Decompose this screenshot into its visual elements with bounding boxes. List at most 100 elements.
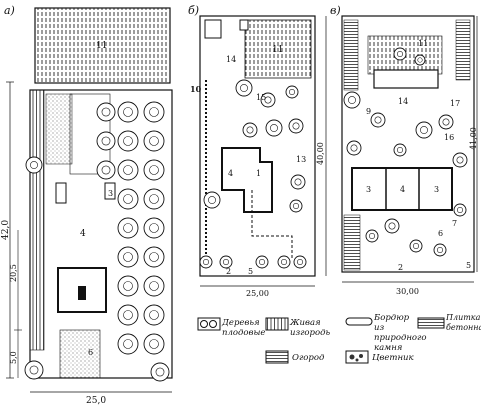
tree [370,112,386,128]
fruit-tree-core [123,194,133,204]
tree [277,255,291,269]
tree-core [155,367,165,377]
tree-core [296,258,303,265]
tree-core [280,258,287,265]
legend-swatch-tiles [417,317,445,329]
tree-core [30,161,38,169]
tree [393,143,407,157]
tree-core [396,147,403,154]
tree [293,255,307,269]
legend-label-fruit-trees: Деревья плодовые [222,318,266,338]
tree-core [264,96,272,104]
panel-b-letter: б) [188,4,199,17]
panel-b-label-4: 4 [228,169,233,178]
panel-a-label-house: 4 [80,229,86,239]
panel-a-dim-height: 42,0 [1,220,11,240]
tree-core [270,124,278,132]
tree-core [348,96,356,104]
fruit-tree-core [123,339,133,349]
legend [197,317,445,364]
fruit-tree [117,130,139,152]
fruit-tree-core [149,136,159,146]
panel-b-label-14: 14 [226,55,236,64]
panel-c-label-3a: 3 [366,185,371,194]
panel-c-trees [343,47,468,257]
fruit-tree [143,188,165,210]
fruit-tree [96,102,116,122]
fruit-tree-core [123,223,133,233]
tree-core [396,50,403,57]
tree [414,54,426,66]
tree-core [442,118,450,126]
panel-c-letter: в) [330,4,341,17]
fruit-tree-core [123,252,133,262]
panel-c-label-2: 2 [398,263,403,272]
fruit-tree [143,333,165,355]
tree-core [258,258,265,265]
panel-c-dim-width: 30,00 [396,287,419,296]
panel-c-label-7: 7 [452,219,457,228]
panel-a-hedge-strip [29,89,45,351]
panel-c-label-16: 16 [444,133,454,142]
tree [288,118,304,134]
panel-a-orchard-left [45,93,111,175]
fruit-tree [117,101,139,123]
fruit-tree [143,304,165,326]
fruit-tree [143,159,165,181]
tree-core [456,156,464,164]
legend-swatch-garden [265,350,289,364]
panel-a-shed-3 [104,182,116,200]
fruit-tree [143,130,165,152]
tree [203,191,221,209]
panel-b-label-11: 11 [272,45,283,55]
panel-a-dim-width: 25,0 [86,396,106,406]
panel-a-plan: а) 11 4 2 3 6 42,0 20,5 5,0 [1,4,173,406]
panel-c-label-6: 6 [438,229,443,238]
panel-c-plot-outline [341,15,475,273]
fruit-tree-core [123,136,133,146]
panel-c-hedge-left [343,19,359,91]
panel-c-hedge-bottom [343,214,361,271]
fruit-tree [143,275,165,297]
panel-b-label-2: 2 [226,267,231,276]
tree-core [288,89,295,96]
panel-b-dim-height: 40,00 [316,142,325,165]
tree-core [223,258,230,265]
panel-a-dim-low: 5,0 [9,351,18,364]
fruit-tree [117,275,139,297]
fruit-tree-core [123,107,133,117]
tree-core [294,178,302,186]
tree [24,360,44,380]
panel-b-plot-outline [199,15,316,277]
tree-core [292,122,300,130]
panel-b-label-13: 13 [296,155,306,164]
panel-b-garden [244,19,312,79]
fruit-tree-core [149,339,159,349]
panel-b-shed-2 [239,19,249,31]
legend-swatch-hedge [265,317,289,331]
panel-c-label-11: 11 [418,39,428,48]
tree-core [240,84,248,92]
panel-c-label-9: 9 [366,107,371,116]
panel-b-plan: б) 11 14 10 4 1 13 15 2 5 40,00 25,00 [188,4,327,298]
tree [409,239,423,253]
tree-core [29,365,39,375]
legend-swatch-curb [345,317,373,326]
panel-a-label-yard: 6 [88,348,93,357]
tree [365,229,379,243]
fruit-tree [96,160,116,180]
tree [150,362,170,382]
legend-label-flowerbed: Цветник [372,353,414,363]
panel-a-house [57,267,107,313]
tree [453,203,467,217]
tree [384,218,400,234]
tree-core [368,233,375,240]
panel-a-label-garden: 11 [96,41,107,51]
panel-b-label-1: 1 [256,169,261,178]
fruit-tree [143,246,165,268]
fruit-tree [117,217,139,239]
tree [260,92,276,108]
fruit-tree-core [101,165,111,175]
tree-core [350,144,358,152]
